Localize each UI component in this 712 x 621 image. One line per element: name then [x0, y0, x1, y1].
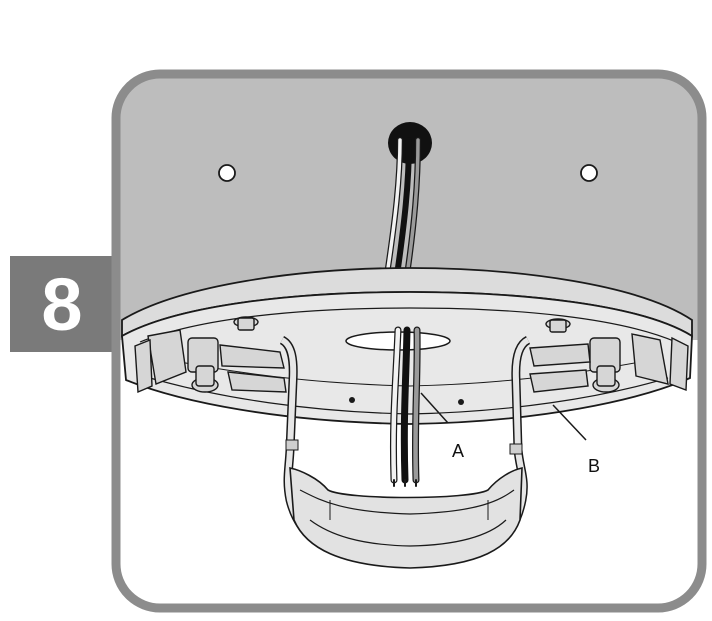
wire-hanger: [279, 335, 531, 569]
frame-border: [111, 69, 707, 613]
mounting-hole-right: [580, 164, 598, 182]
fixture-wires: [389, 326, 421, 487]
ceiling-wires: [385, 137, 421, 271]
callout-a-leader: [420, 392, 449, 424]
callout-a-label: A: [452, 441, 464, 461]
left-bracket: [134, 316, 287, 394]
right-bracket: [529, 318, 689, 393]
callout-b-label: B: [588, 456, 600, 476]
callout-b-leader: [552, 404, 587, 441]
step-badge: 8: [10, 256, 114, 352]
mounting-hole-left: [218, 164, 236, 182]
step-number: 8: [41, 262, 83, 346]
